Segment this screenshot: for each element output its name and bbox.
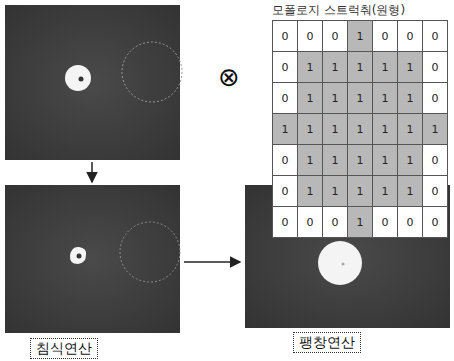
matrix-cell: 1: [322, 82, 348, 114]
matrix-cell: 1: [397, 51, 423, 83]
flow-arrow: [184, 261, 240, 263]
matrix-cell: 1: [372, 175, 398, 207]
matrix-cell: 0: [422, 82, 448, 114]
matrix-cell: 1: [397, 113, 423, 145]
matrix-cell: 1: [347, 175, 373, 207]
matrix-cell: 1: [397, 82, 423, 114]
matrix-cell: 1: [347, 144, 373, 176]
matrix-cell: 0: [372, 20, 398, 52]
matrix-cell: 1: [297, 82, 323, 114]
caption-box: 팽창연산: [293, 332, 361, 353]
matrix-cell: 0: [272, 20, 298, 52]
matrix-cell: 0: [272, 51, 298, 83]
flow-arrow: [91, 162, 93, 182]
matrix-cell: 1: [322, 144, 348, 176]
matrix-cell: 1: [297, 51, 323, 83]
matrix-cell: 0: [322, 206, 348, 238]
matrix-cell: 1: [422, 113, 448, 145]
matrix-cell: 0: [272, 144, 298, 176]
matrix-cell: 0: [272, 82, 298, 114]
matrix-cell: 0: [272, 206, 298, 238]
matrix-cell: 1: [297, 144, 323, 176]
matrix-cell: 1: [372, 51, 398, 83]
eroded-image: [5, 185, 180, 333]
matrix-cell: 1: [297, 113, 323, 145]
operator-symbol: ⊗: [218, 62, 240, 92]
matrix-cell: 0: [422, 206, 448, 238]
matrix-cell: 1: [322, 175, 348, 207]
matrix-cell: 0: [372, 206, 398, 238]
dilated-image: [245, 185, 450, 328]
matrix-cell: 1: [347, 20, 373, 52]
caption-text: 팽창연산: [299, 334, 355, 351]
matrix-cell: 0: [422, 51, 448, 83]
matrix-cell: 1: [322, 113, 348, 145]
caption-text: 침식연산: [36, 340, 92, 357]
matrix-cell: 1: [347, 82, 373, 114]
matrix-cell: 0: [322, 20, 348, 52]
grid-title: 모폴로지 스트럭춰(원형): [272, 2, 405, 19]
matrix-cell: 1: [372, 144, 398, 176]
matrix-cell: 1: [397, 144, 423, 176]
matrix-cell: 1: [372, 113, 398, 145]
source-image: [5, 5, 182, 160]
matrix-cell: 0: [397, 20, 423, 52]
matrix-cell: 1: [322, 51, 348, 83]
matrix-cell: 1: [397, 175, 423, 207]
matrix-cell: 1: [347, 51, 373, 83]
matrix-cell: 1: [347, 206, 373, 238]
matrix-cell: 1: [297, 175, 323, 207]
matrix-cell: 0: [297, 206, 323, 238]
matrix-cell: 1: [372, 82, 398, 114]
caption-box: 침식연산: [30, 338, 98, 359]
matrix-cell: 0: [297, 20, 323, 52]
matrix-cell: 0: [422, 20, 448, 52]
matrix-cell: 0: [397, 206, 423, 238]
matrix-cell: 0: [422, 175, 448, 207]
matrix-cell: 0: [422, 144, 448, 176]
matrix-cell: 1: [347, 113, 373, 145]
matrix-cell: 0: [272, 175, 298, 207]
matrix-cell: 1: [272, 113, 298, 145]
